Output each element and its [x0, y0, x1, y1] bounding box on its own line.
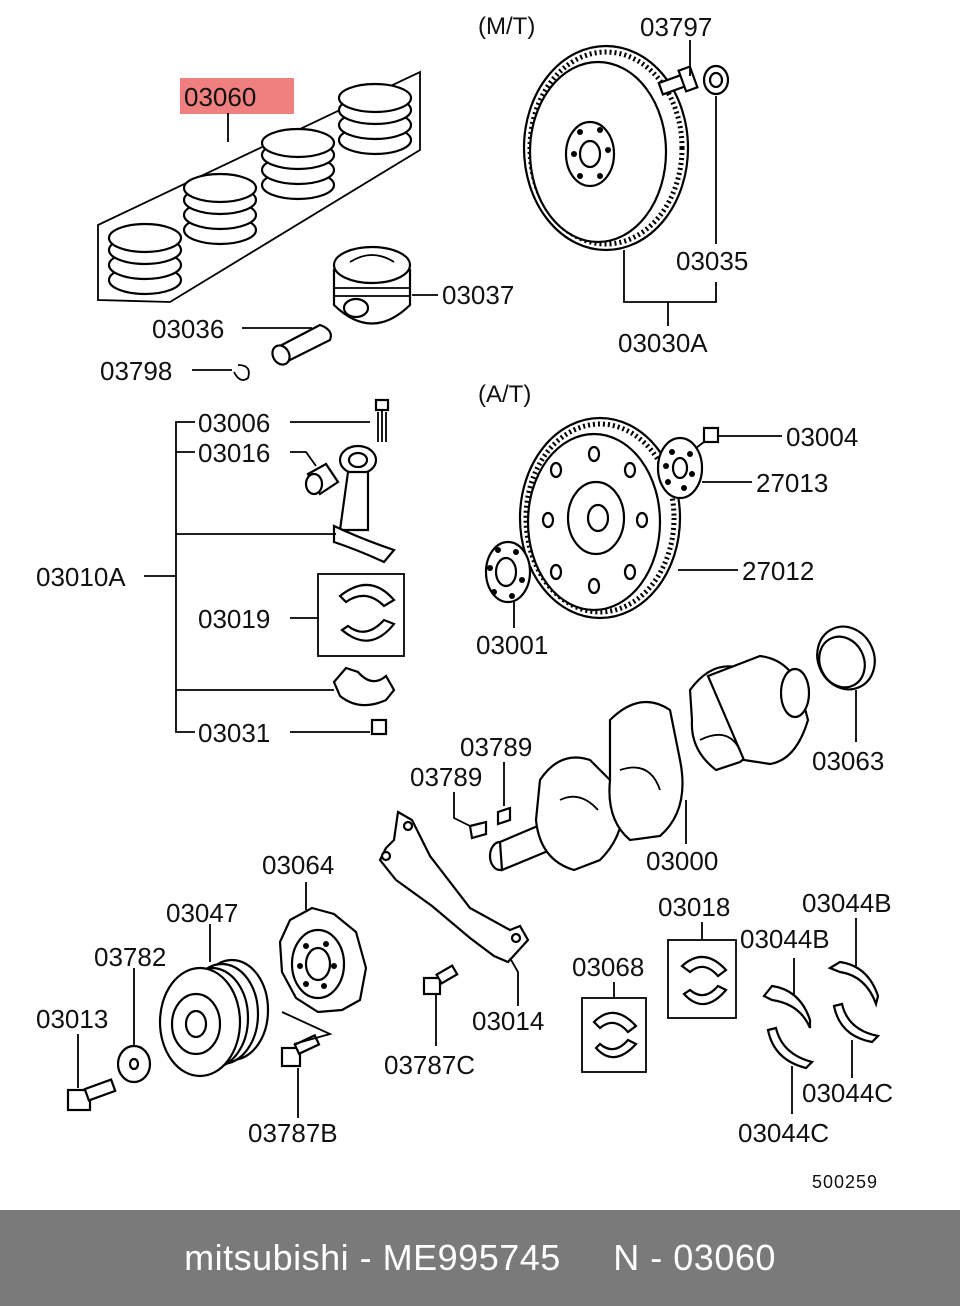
rod-bolt-drawing [374, 398, 390, 442]
pilot-bearing-drawing [702, 64, 730, 96]
label-03006[interactable]: 03006 [198, 408, 270, 438]
crank-sensor-plate-drawing [278, 906, 368, 1014]
spacer-drawing [484, 540, 532, 604]
label-03060[interactable]: 03060 [184, 82, 256, 112]
label-03016[interactable]: 03016 [198, 438, 270, 468]
connecting-rod-drawing [332, 444, 396, 564]
label-03004[interactable]: 03004 [786, 422, 858, 452]
label-03001[interactable]: 03001 [476, 630, 548, 660]
crankshaft-drawing [488, 654, 811, 872]
label-03030A[interactable]: 03030A [618, 328, 708, 358]
flywheel-bolt-drawing [657, 65, 699, 96]
label-03797[interactable]: 03797 [640, 12, 712, 42]
main-bearing-lower-box [581, 997, 647, 1073]
parts-diagram: 03060 03037 03036 03798 (M/T) 03797 [36, 12, 893, 1192]
label-03787B[interactable]: 03787B [248, 1118, 338, 1148]
rod-nut-drawing [370, 718, 388, 736]
crank-pulley-drawing [158, 958, 270, 1078]
label-03018[interactable]: 03018 [658, 892, 730, 922]
snap-ring-drawing [233, 364, 250, 381]
piston-ring-set-drawing [97, 70, 421, 303]
drive-plate-bolt-drawing [695, 426, 720, 449]
diagram-number: 500259 [812, 1172, 878, 1192]
header-manual-transmission: (M/T) [478, 13, 535, 40]
part-highlight [180, 78, 294, 114]
label-03064[interactable]: 03064 [262, 850, 334, 880]
label-03013[interactable]: 03013 [36, 1004, 108, 1034]
piston-drawing [332, 245, 412, 325]
label-03014[interactable]: 03014 [472, 1006, 544, 1036]
label-03037[interactable]: 03037 [442, 280, 514, 310]
header-automatic-transmission: (A/T) [478, 381, 531, 408]
label-03068[interactable]: 03068 [572, 952, 644, 982]
label-03063[interactable]: 03063 [812, 746, 884, 776]
label-03789-upper[interactable]: 03789 [460, 732, 532, 762]
label-03047[interactable]: 03047 [166, 898, 238, 928]
main-bearing-upper-box [667, 939, 737, 1019]
part-number-footer: mitsubishi - ME995745 N - 03060 [0, 1210, 960, 1306]
label-03000[interactable]: 03000 [646, 846, 718, 876]
label-03789-lower[interactable]: 03789 [410, 762, 482, 792]
baffle-bolt-drawing [422, 964, 459, 996]
label-03036[interactable]: 03036 [152, 314, 224, 344]
label-03044B-right[interactable]: 03044B [802, 888, 892, 918]
rear-oil-seal-drawing [816, 625, 876, 691]
rod-cap-drawing [332, 666, 396, 707]
bushing-drawing [304, 462, 340, 496]
woodruff-keys-drawing [468, 806, 512, 840]
thrust-washers-drawing [762, 960, 881, 1070]
pulley-bolt-drawing [66, 1078, 117, 1112]
rod-bearing-box [317, 573, 405, 657]
flywheel-drawing [522, 44, 690, 252]
oil-baffle-drawing [378, 810, 530, 964]
pulley-washer-drawing [116, 1044, 152, 1084]
label-03031[interactable]: 03031 [198, 718, 270, 748]
label-03044C-right[interactable]: 03044C [802, 1078, 893, 1108]
label-03787C[interactable]: 03787C [384, 1050, 475, 1080]
label-03782[interactable]: 03782 [94, 942, 166, 972]
label-03044C-left[interactable]: 03044C [738, 1118, 829, 1148]
plate-bolt-drawing [280, 1033, 321, 1068]
label-27012[interactable]: 27012 [742, 556, 814, 586]
label-03044B-left[interactable]: 03044B [740, 924, 830, 954]
label-03010A[interactable]: 03010A [36, 562, 126, 592]
label-03798[interactable]: 03798 [100, 356, 172, 386]
footer-part-info: mitsubishi - ME995745 N - 03060 [184, 1237, 776, 1278]
piston-pin-drawing [271, 323, 332, 366]
label-03019[interactable]: 03019 [198, 604, 270, 634]
label-03035[interactable]: 03035 [676, 246, 748, 276]
adapter-plate-drawing [656, 436, 704, 500]
drive-plate-drawing [518, 416, 682, 620]
label-27013[interactable]: 27013 [756, 468, 828, 498]
